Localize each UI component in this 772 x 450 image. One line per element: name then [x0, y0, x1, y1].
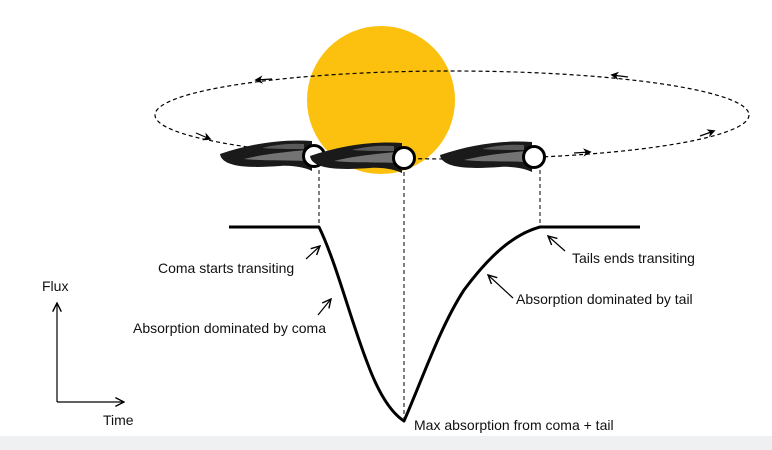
light-curve	[229, 225, 640, 423]
orbit-ellipse	[154, 70, 750, 160]
x-axis-label: Time	[103, 412, 134, 428]
arrow-icon	[254, 75, 273, 84]
flux-time-axes: Flux Time	[42, 278, 134, 428]
absorption-coma-label: Absorption dominated by coma	[133, 320, 326, 336]
orbit-arrows	[195, 71, 716, 157]
pointer-coma-start	[305, 246, 320, 260]
pointer-absorption-tail	[488, 275, 514, 299]
max-absorption-label: Max absorption from coma + tail	[414, 417, 614, 433]
comet-icon	[438, 140, 546, 174]
arrow-icon	[195, 132, 212, 141]
coma-start-label: Coma starts transiting	[158, 260, 294, 276]
annotation-pointers	[305, 236, 566, 316]
arrow-icon	[610, 71, 629, 81]
star-disk	[307, 26, 455, 174]
comet-icon	[218, 139, 326, 173]
y-axis-label: Flux	[42, 278, 68, 294]
tail-end-label: Tails ends transiting	[572, 250, 695, 266]
bottom-band	[0, 436, 772, 450]
arrow-icon	[573, 148, 592, 157]
pointer-tail-end	[548, 236, 566, 252]
transit-guides	[318, 170, 541, 421]
pointer-absorption-coma	[317, 299, 331, 316]
absorption-tail-label: Absorption dominated by tail	[516, 291, 693, 307]
arrow-icon	[699, 129, 716, 138]
